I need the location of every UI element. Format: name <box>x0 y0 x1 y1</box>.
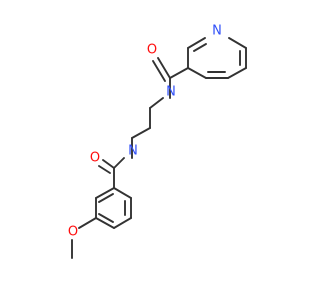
pyridine-ring <box>187 37 247 79</box>
bond <box>102 159 115 169</box>
bond <box>95 217 115 229</box>
bond <box>157 57 171 79</box>
upper-amide-nitrogen-label: N <box>166 85 176 100</box>
bond <box>113 157 125 169</box>
lower-amide <box>98 137 133 189</box>
upper-carbonyl-oxygen-label: O <box>147 43 157 58</box>
bond <box>113 187 132 199</box>
bond <box>187 67 207 79</box>
bond <box>227 67 247 79</box>
pyridine-nitrogen-label: N <box>212 24 222 39</box>
atom-labels: N O N N O O <box>68 24 222 240</box>
bond <box>98 193 114 203</box>
bond <box>98 213 114 223</box>
bond <box>187 37 206 49</box>
benzene-ring <box>95 187 132 229</box>
structure-svg: N O N N O O <box>68 24 247 259</box>
bond <box>95 187 115 199</box>
lower-carbonyl-oxygen-label: O <box>90 151 100 166</box>
bond <box>193 43 207 52</box>
bond <box>78 217 97 229</box>
bond <box>149 97 164 109</box>
bond <box>113 217 132 229</box>
methoxy-group <box>71 217 97 259</box>
bond <box>131 127 151 139</box>
propyl-linker <box>131 97 164 139</box>
lower-amide-nitrogen-label: N <box>128 144 138 159</box>
upper-amide <box>152 57 189 99</box>
molecule-canvas: N O N N O O <box>68 24 247 259</box>
methoxy-oxygen-label: O <box>68 225 78 240</box>
bond <box>169 67 189 79</box>
bond <box>152 60 166 82</box>
bond <box>98 165 111 174</box>
bond <box>228 37 247 49</box>
